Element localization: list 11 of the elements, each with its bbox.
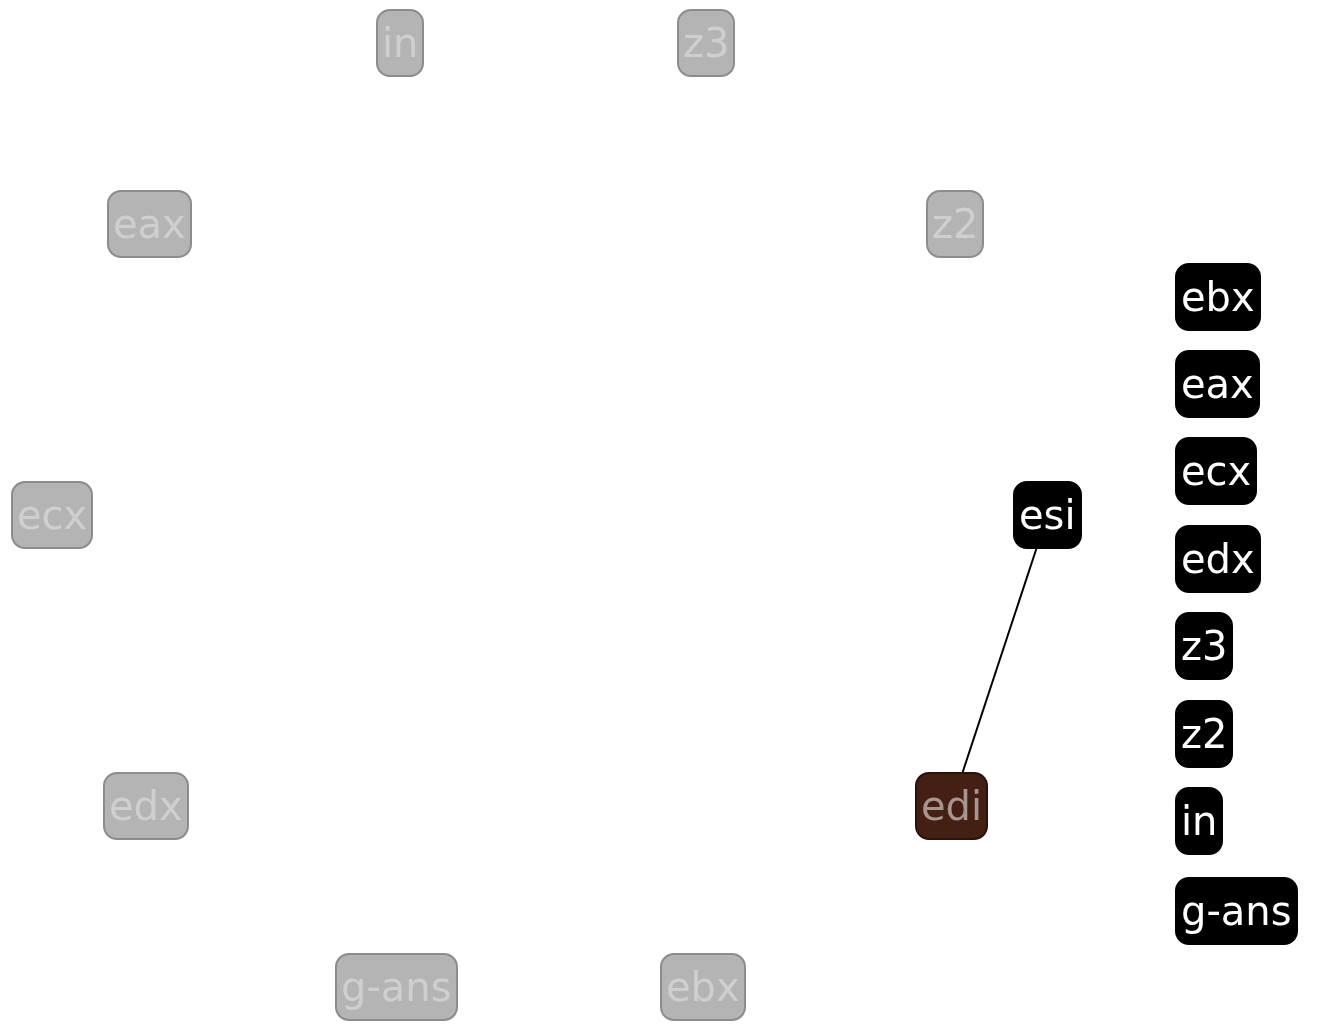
register-box: edx — [1175, 525, 1261, 593]
register-box: g-ans — [1175, 877, 1298, 945]
register-box: ebx — [1175, 263, 1261, 331]
register-box: ecx — [1175, 437, 1258, 505]
connector-line — [961, 548, 1038, 773]
register-box: z3 — [1175, 612, 1234, 680]
register-box: in — [1175, 787, 1224, 855]
register-box: esi — [1013, 481, 1082, 549]
register-box: eax — [1175, 350, 1260, 418]
register-box: edi — [915, 772, 989, 840]
register-box: z2 — [1175, 700, 1234, 768]
